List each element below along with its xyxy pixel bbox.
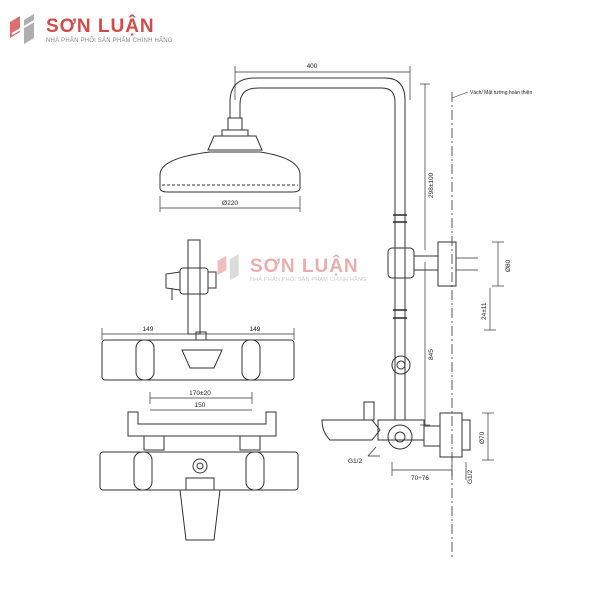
head-diameter-dimension	[159, 196, 301, 212]
watermark-tagline: NHÀ PHÂN PHỐI SẢN PHẨM CHÍNH HÃNG	[250, 277, 367, 283]
label-inlet-right: G1/2	[467, 470, 474, 484]
front-mixer-bottom	[99, 411, 299, 541]
riser-slider	[391, 355, 411, 375]
label-mixer-diameter: Ø70	[479, 431, 486, 444]
hand-shower-slider	[165, 239, 217, 335]
label-vertical-height: 298±100	[428, 172, 435, 198]
top-width-dimension	[234, 66, 411, 100]
label-flange-diameter: Ø80	[505, 259, 512, 272]
mixer-diameter-dimension	[482, 412, 494, 461]
span-dimensions	[149, 392, 253, 411]
watermark-logo-icon	[217, 254, 239, 281]
bracket-offset-dimension	[484, 288, 496, 331]
label-connector-span: 150	[195, 402, 206, 409]
mixer-depth-dimension	[391, 462, 453, 476]
label-riser-length: 845	[428, 349, 435, 360]
vertical-height-dimension	[420, 83, 430, 250]
shower-arm	[229, 77, 406, 420]
wall-bracket	[387, 241, 478, 287]
front-mixer-top	[101, 331, 295, 381]
label-side-left: 149	[143, 326, 154, 333]
riser-length-dimension	[420, 262, 430, 426]
label-head-diameter: Ø220	[222, 200, 238, 207]
label-top-width: 400	[307, 63, 318, 70]
label-wall-note: Vách/ Mặt tường hoàn thiện	[470, 90, 532, 96]
side-mixer	[321, 401, 471, 458]
brand-name: SƠN LUẬN	[46, 16, 155, 37]
brand-logo: SƠN LUẬN NHÀ PHÂN PHỐI SẢN PHẨM CHÍNH HÃ…	[6, 14, 173, 48]
flange-diameter-dimension	[492, 241, 504, 287]
label-mixer-depth: 70÷76	[411, 475, 429, 482]
label-center-span: 170±20	[189, 390, 211, 397]
label-bracket-offset: 24±11	[481, 302, 488, 320]
riser-joints	[393, 214, 407, 319]
brand-tagline: NHÀ PHÂN PHỐI SẢN PHẨM CHÍNH HÃNG	[46, 38, 173, 44]
label-inlet-left: G1/2	[348, 458, 362, 465]
shower-head	[159, 117, 301, 193]
label-side-right: 149	[250, 326, 261, 333]
side-width-dimensions	[101, 328, 295, 340]
brand-watermark: SƠN LUẬN NHÀ PHÂN PHỐI SẢN PHẨM CHÍNH HÃ…	[214, 254, 367, 284]
brand-logo-icon	[10, 14, 37, 44]
watermark-name: SƠN LUẬN	[250, 256, 359, 277]
dimension-labels: 400 Ø220 298±100 Vách/ Mặt tường hoàn th…	[143, 63, 533, 484]
